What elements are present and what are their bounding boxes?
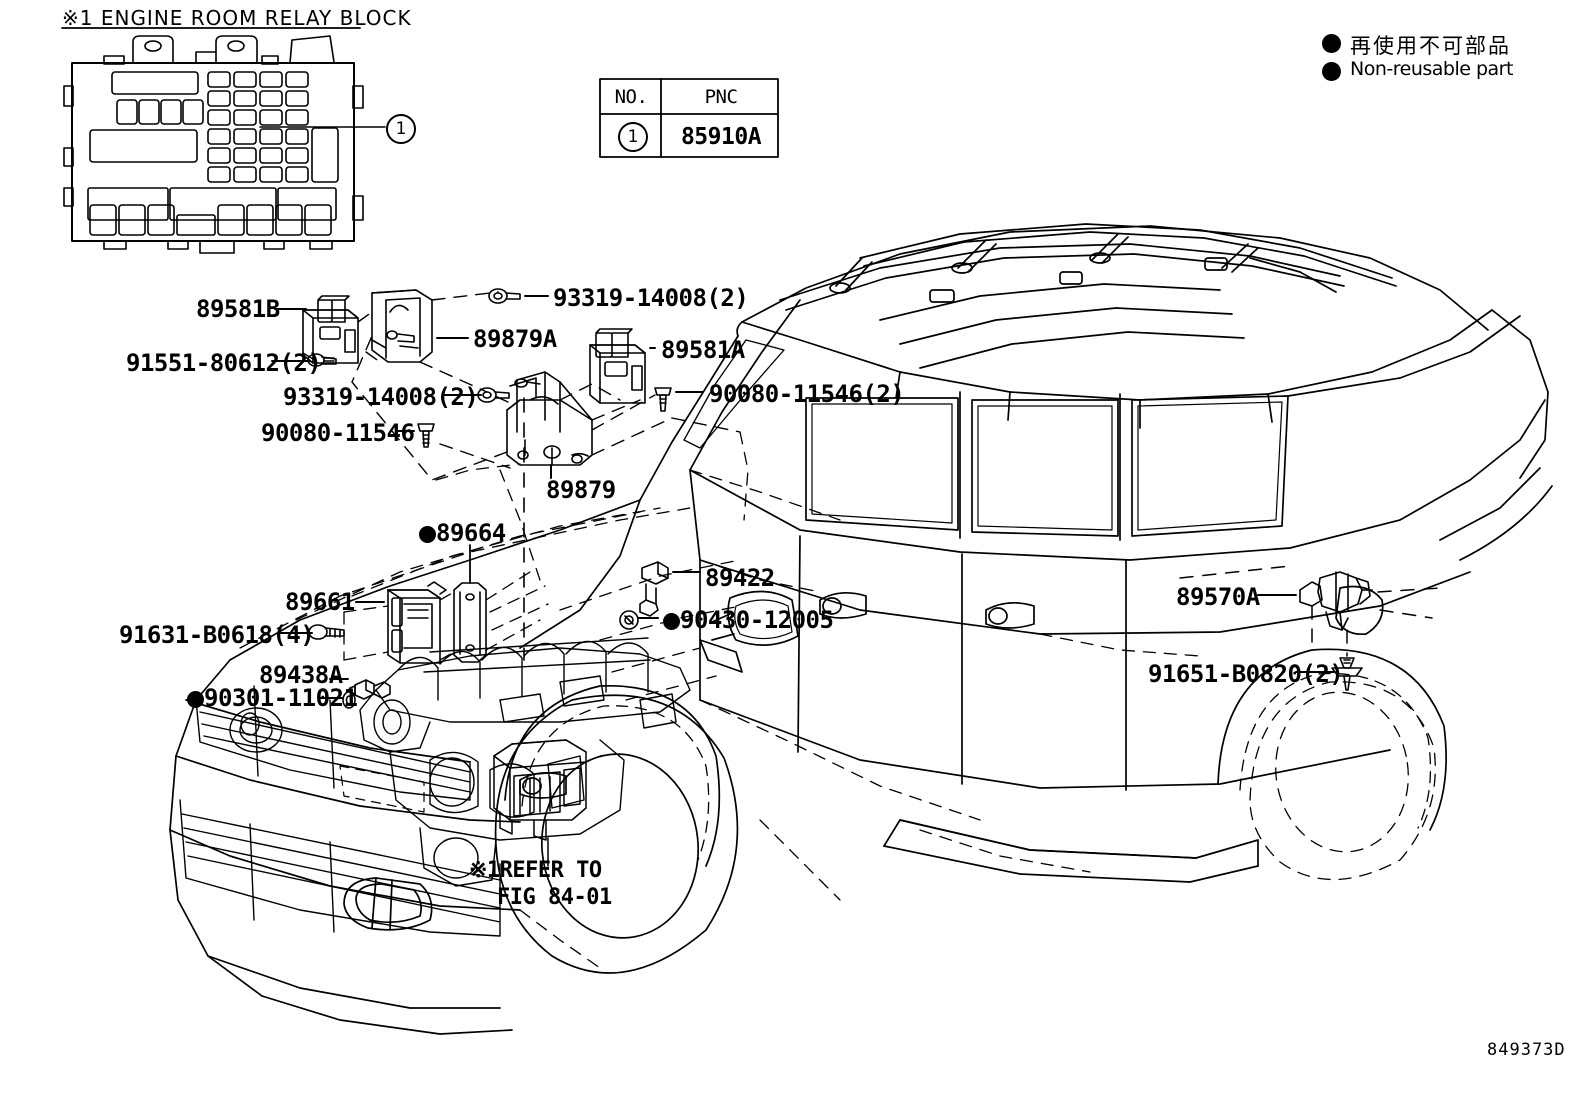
- part-label-89422: 89422: [705, 564, 775, 592]
- part-label-89581A: 89581A: [661, 336, 745, 364]
- part-label-89879A: 89879A: [473, 325, 557, 353]
- part-label-93319-14008-a: 93319-14008(2): [553, 284, 749, 312]
- part-label-90430-12005: 90430-12005: [663, 606, 834, 634]
- part-label-89664: 89664: [419, 519, 506, 547]
- relay-block-detail: [63, 35, 386, 254]
- refer-note-line2: FIG 84-01: [497, 885, 612, 910]
- refer-note-line1: ※1REFER TO: [469, 858, 602, 883]
- part-90080-11546-2-shape: [654, 387, 672, 412]
- nonreusable-dot-icon-2: [1322, 62, 1341, 81]
- part-93319-14008-a-shape: [488, 288, 521, 304]
- table-row-pnc: 85910A: [680, 124, 762, 150]
- nonreusable-dot-icon-90301: [187, 691, 204, 708]
- pnc-table: [599, 78, 779, 158]
- part-label-89879: 89879: [546, 476, 616, 504]
- part-89879A-shape: [371, 289, 433, 363]
- nonreusable-dot-icon-89664: [419, 526, 436, 543]
- callout-number-1: 1: [386, 114, 416, 144]
- part-label-91551-80612: 91551-80612(2): [126, 349, 322, 377]
- part-89570A-shape: [1299, 571, 1373, 631]
- nonreusable-dot-icon-90430: [663, 613, 680, 630]
- part-label-89438A: 89438A: [259, 661, 343, 689]
- part-label-90301-11021: 90301-11021: [187, 684, 358, 712]
- part-label-91651-B0820: 91651-B0820(2): [1148, 660, 1344, 688]
- part-89581A-shape: [589, 328, 646, 404]
- part-89581B-shape: [302, 295, 359, 364]
- part-label-90080-11546-2: 90080-11546(2): [709, 380, 905, 408]
- part-89879-shape: [506, 371, 593, 466]
- vehicle-illustration: [169, 223, 1553, 1035]
- nonreusable-dot-icon: [1322, 34, 1341, 53]
- part-label-89661: 89661: [285, 588, 355, 616]
- part-label-89570A: 89570A: [1176, 583, 1260, 611]
- part-label-90080-11546: 90080-11546: [261, 419, 415, 447]
- legend-english: Non-reusable part: [1350, 58, 1513, 80]
- part-91651-B0820-shape: [1331, 657, 1363, 691]
- part-label-91631-B0618: 91631-B0618(4): [119, 621, 315, 649]
- table-row-no: 1: [618, 122, 648, 152]
- part-label-89581B: 89581B: [196, 295, 280, 323]
- part-90080-11546-shape: [417, 423, 435, 448]
- diagram-code: 849373D: [1487, 1040, 1566, 1060]
- part-89422-shape: [639, 561, 669, 617]
- part-90430-12005-shape: [619, 610, 639, 630]
- part-90301-11021-shape: [342, 691, 356, 709]
- part-label-93319-14008-b: 93319-14008(2): [283, 383, 479, 411]
- table-header-pnc: PNC: [704, 86, 738, 108]
- detail-view-title: ※1 ENGINE ROOM RELAY BLOCK: [62, 6, 412, 30]
- legend-japanese: 再使用不可部品: [1350, 34, 1511, 58]
- table-header-no: NO.: [614, 86, 648, 108]
